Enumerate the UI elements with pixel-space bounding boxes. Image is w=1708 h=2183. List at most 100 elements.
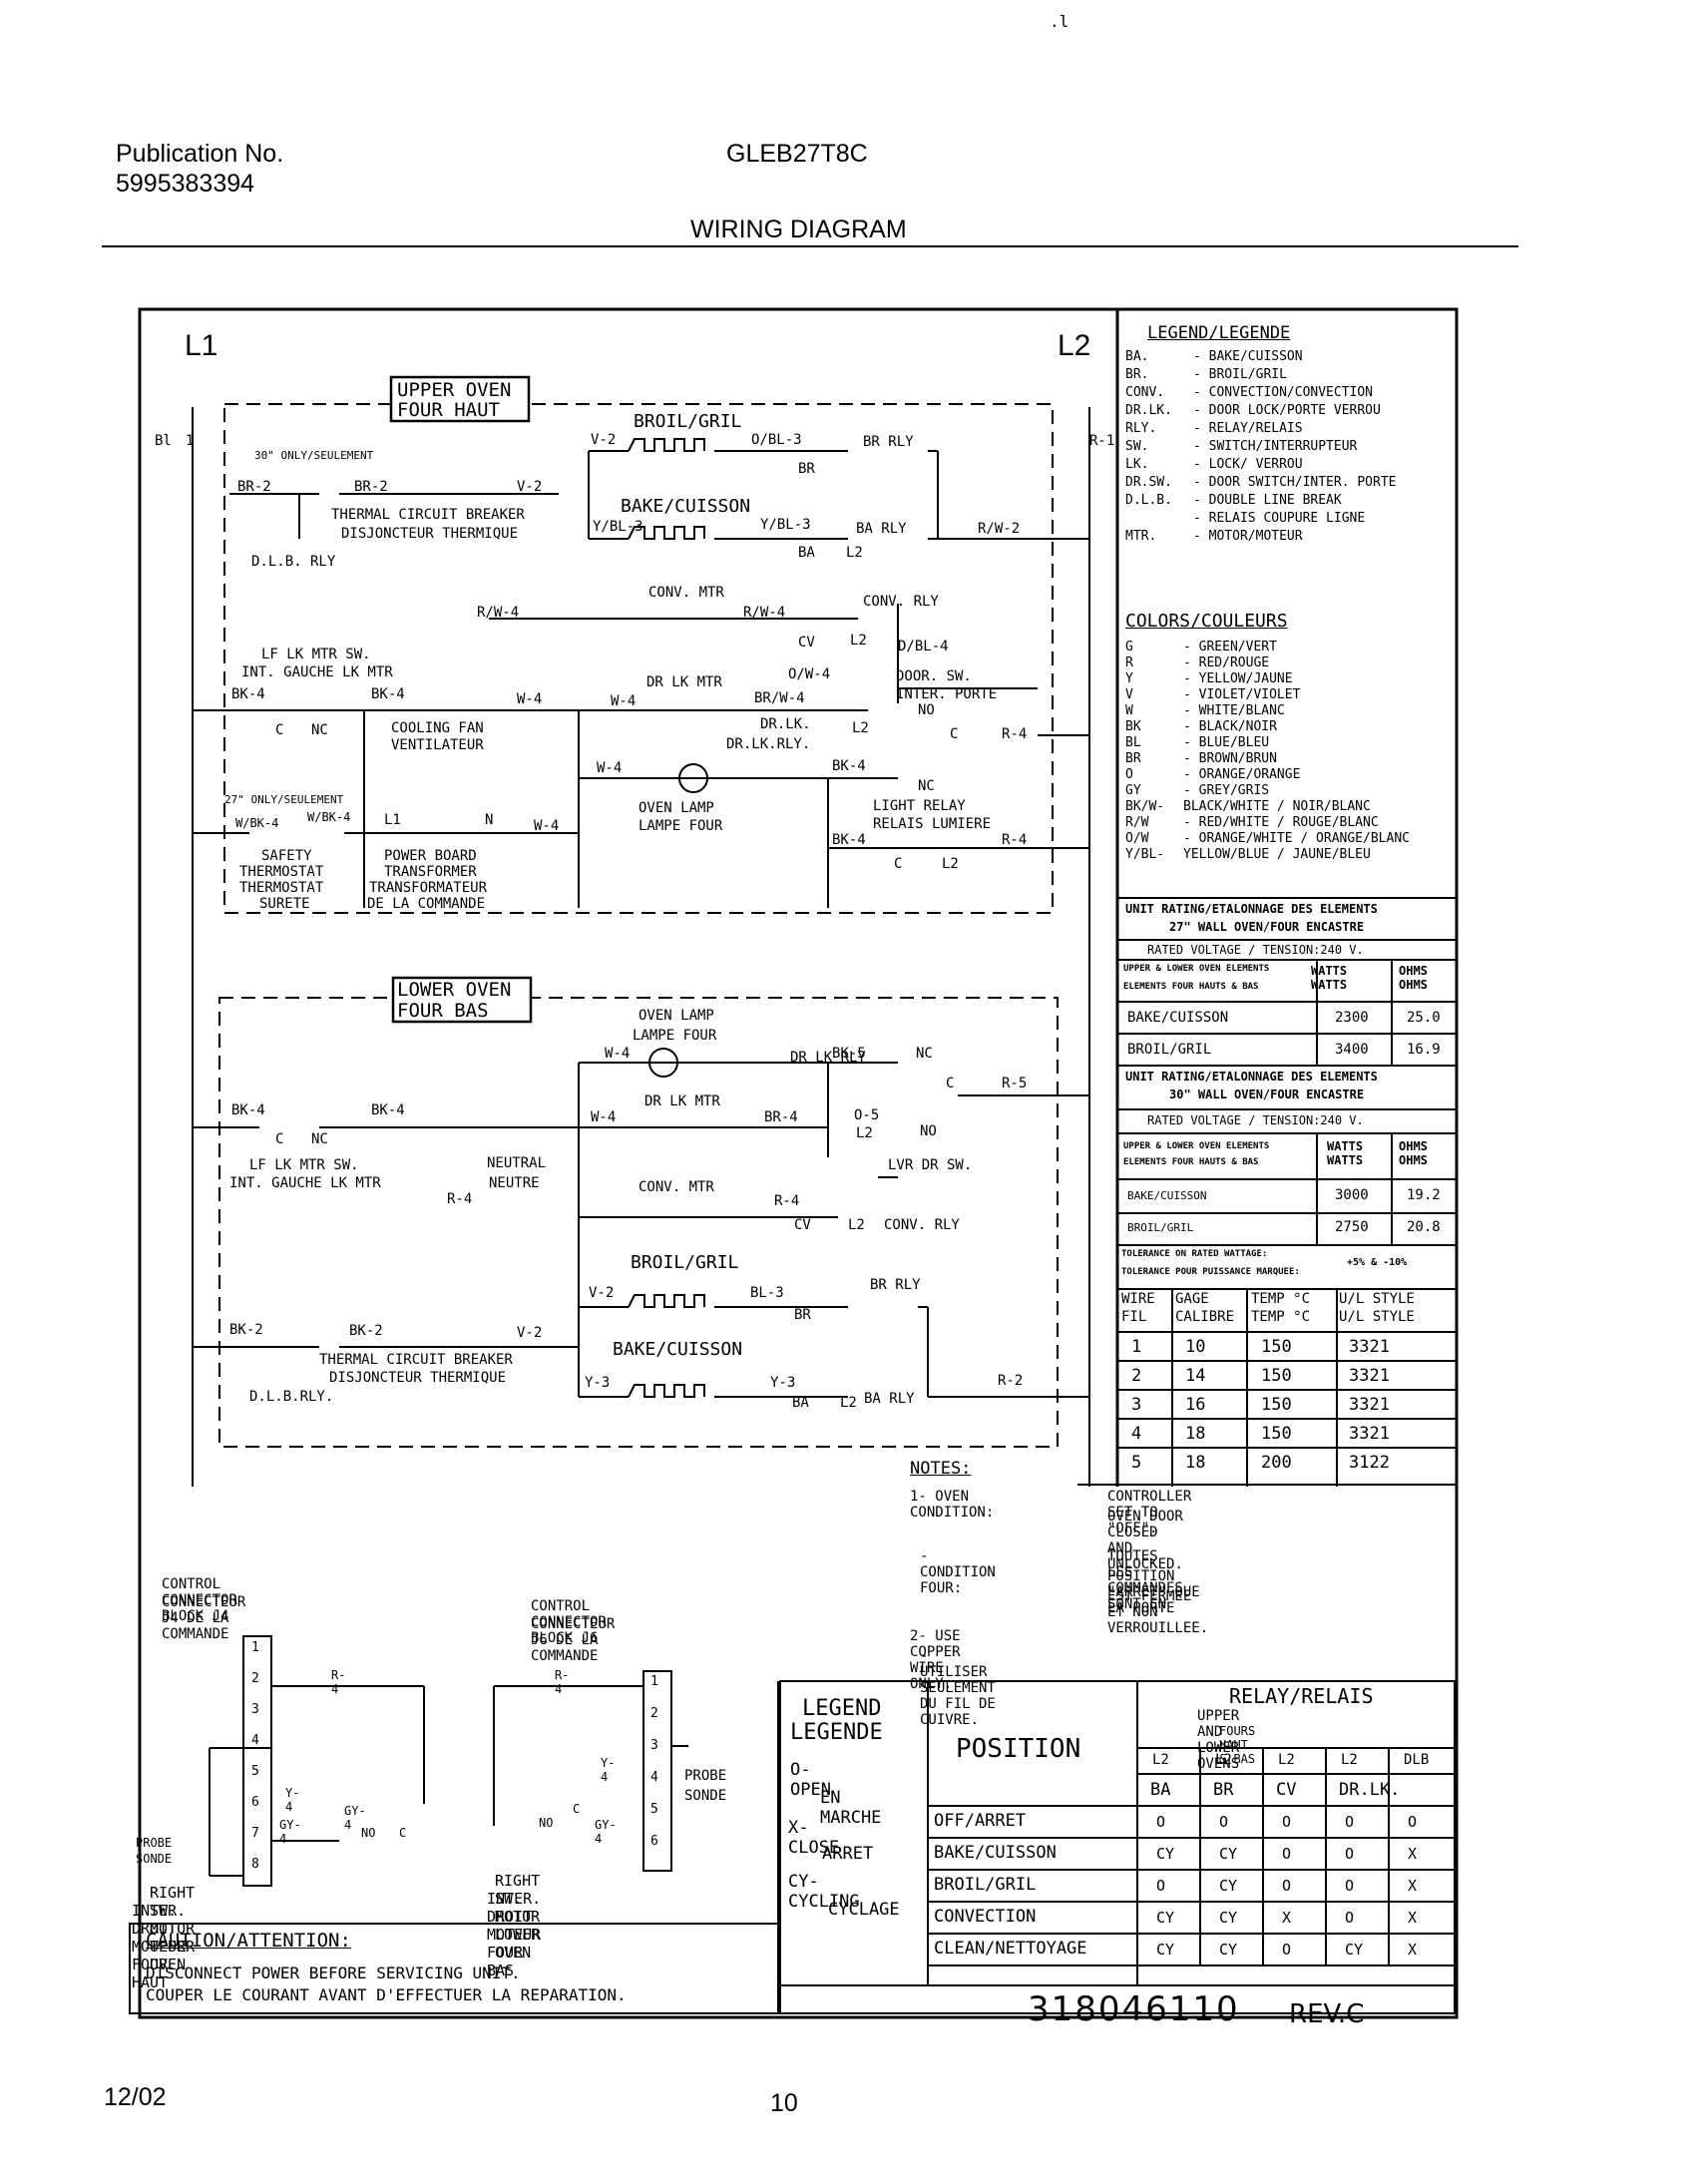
relay-position-label: CONVECTION — [934, 1907, 1037, 1927]
relay-cell: O — [1345, 1909, 1355, 1927]
abbrev-value: - DOUBLE LINE BREAK — [1193, 493, 1342, 508]
abbrev-key: CONV. — [1125, 385, 1165, 400]
wire-label: C — [950, 726, 959, 742]
j4-probe: PROBE — [136, 1836, 173, 1850]
wire-cell: 14 — [1185, 1366, 1206, 1386]
j4-pin: 8 — [251, 1857, 259, 1872]
relay-cell: X — [1408, 1909, 1418, 1927]
abbrev-legend-title: LEGEND/LEGENDE — [1147, 323, 1291, 343]
abbrev-row: LK.- LOCK/ VERROU — [1125, 456, 1455, 474]
tolerance-label-fr: TOLERANCE POUR PUISSANCE MARQUEE: — [1121, 1267, 1300, 1277]
wire-cell: 5 — [1131, 1453, 1142, 1473]
rating-27-h3b: OHMS — [1399, 978, 1428, 992]
wire-label: W/BK-4 — [235, 816, 279, 830]
wire-label: R-4 — [447, 1191, 473, 1207]
power-board-label: TRANSFORMATEUR — [369, 880, 488, 896]
publication-number: 5995383394 — [116, 170, 255, 198]
rating-30-title2: 30" WALL OVEN/FOUR ENCASTRE — [1169, 1088, 1365, 1101]
relay-cell: CY — [1219, 1909, 1238, 1927]
color-row: Y/BL-YELLOW/BLUE / JAUNE/BLEU — [1125, 847, 1455, 863]
conv-motor-label: CONV. MTR — [639, 1179, 714, 1195]
wire-label: L1 — [384, 812, 401, 828]
abbrev-key: RLY. — [1125, 421, 1157, 436]
relay-title: RELAY/RELAIS — [1229, 1684, 1374, 1708]
rating-30-row2-watts: 2750 — [1335, 1219, 1369, 1235]
legend-close-fr: ARRET — [822, 1844, 874, 1864]
thermal-breaker-label: THERMAL CIRCUIT BREAKER — [331, 507, 525, 523]
wire-header-cell: U/L STYLE — [1339, 1309, 1415, 1325]
abbrev-value: - DOOR LOCK/PORTE VERROU — [1193, 403, 1381, 418]
upper-only30: 30" ONLY/SEULEMENT — [254, 449, 374, 462]
wire-label: W/BK-4 — [307, 810, 351, 824]
color-row: BK/W-BLACK/WHITE / NOIR/BLANC — [1125, 799, 1455, 815]
caution-line2: COUPER LE COURANT AVANT D'EFFECTUER LA R… — [146, 1985, 627, 2004]
notes-title: NOTES: — [910, 1459, 972, 1479]
bake-relay-label: BA RLY — [864, 1391, 915, 1407]
conv-relay-label: CONV. RLY — [884, 1217, 960, 1233]
light-relay-label-fr: RELAIS LUMIERE — [873, 816, 992, 832]
abbrev-row: DR.LK.- DOOR LOCK/PORTE VERROU — [1125, 402, 1455, 420]
safety-thermostat-label: SURETE — [259, 896, 310, 912]
abbrev-row: BA.- BAKE/CUISSON — [1125, 348, 1455, 366]
caution-line1: DISCONNECT POWER BEFORE SERVICING UNIT. — [146, 1964, 521, 1982]
only27-label: 27" ONLY/SEULEMENT — [224, 793, 344, 806]
wire-label: BA — [792, 1395, 809, 1411]
legend-cycling-fr: CYCLAGE — [828, 1900, 900, 1920]
color-row: O- ORANGE/ORANGE — [1125, 767, 1455, 783]
wire-label: BR-2 — [237, 479, 271, 495]
relay-subtitle: UPPER AND LOWER OVENS — [1197, 1708, 1240, 1772]
wire-cell: 3122 — [1349, 1453, 1390, 1473]
bake-relay-label: BA RLY — [856, 521, 907, 537]
lower-oven-lamp-label-fr: LAMPE FOUR — [633, 1028, 717, 1044]
j6-title: CONTROL CONNECTOR BLOCK J6 — [531, 1598, 607, 1646]
wire-label: C — [946, 1076, 955, 1092]
relay-subtitle-fr: FOURS HAUT & BAS — [1219, 1724, 1256, 1766]
note-1d: - CONDITION FOUR: — [920, 1548, 996, 1596]
color-name: - RED/ROUGE — [1183, 655, 1270, 670]
color-code: O/W — [1125, 831, 1149, 846]
safety-thermostat-label: THERMOSTAT — [239, 880, 324, 896]
relay-cell: CY — [1219, 1845, 1238, 1863]
door-lock-label: DR.LK. — [760, 716, 811, 732]
legend-open-fr: EN MARCHE — [820, 1788, 882, 1828]
wire-label: D/BL-4 — [898, 639, 949, 655]
conv-relay-label: CONV. RLY — [863, 594, 939, 610]
wire-cell: 150 — [1261, 1366, 1292, 1386]
j4-pin: 3 — [251, 1702, 259, 1717]
relay-cell: O — [1156, 1813, 1166, 1831]
revision: REV.C — [1289, 1999, 1365, 2029]
door-switch-label: DOOR. SW. — [896, 668, 972, 684]
wire-label: Y-3 — [585, 1375, 611, 1391]
j4-wire: GY-4 — [279, 1818, 301, 1846]
rating-27-row1-ohms: 25.0 — [1407, 1010, 1441, 1026]
wire-header-cell: TEMP °C — [1251, 1291, 1311, 1307]
oven-lamp-label-fr: LAMPE FOUR — [639, 818, 723, 834]
wire-label: L2 — [856, 1125, 873, 1141]
color-name: - BROWN/BRUN — [1183, 751, 1277, 766]
wire-label: BK-4 — [832, 758, 866, 774]
relay-cell: CY — [1219, 1877, 1238, 1895]
relay-legend-title: LEGEND — [802, 1696, 882, 1721]
wire-label: BR-4 — [764, 1109, 798, 1125]
l2-label: L2 — [1058, 329, 1091, 362]
r1-label: R-1 — [1089, 433, 1115, 449]
abbrev-value: - CONVECTION/CONVECTION — [1193, 385, 1374, 400]
rating-30-h3: OHMS — [1399, 1139, 1428, 1153]
broil-label: BROIL/GRIL — [634, 411, 742, 432]
abbrev-key: LK. — [1125, 457, 1149, 472]
relay-cell: CY — [1156, 1845, 1175, 1863]
wire-label: NO — [918, 702, 935, 718]
legend-close: X- CLOSE — [788, 1818, 840, 1858]
rating-30-row2-name: BROIL/GRIL — [1127, 1221, 1194, 1234]
wire-label: R/W-2 — [978, 521, 1021, 537]
wire-label: BK-4 — [231, 1102, 265, 1118]
note-1b: CONTROLLER SET TO "OFF". — [1107, 1489, 1192, 1536]
relay-cell: O — [1408, 1813, 1418, 1831]
power-board-label: POWER BOARD — [384, 848, 477, 864]
lf-switch-label: LF LK MTR SW. — [249, 1157, 359, 1173]
relay-position-label: OFF/ARRET — [934, 1811, 1027, 1831]
wire-label: L2 — [850, 633, 867, 649]
note-1c: OVEN DOOR CLOSED AND UNLOCKED. — [1107, 1509, 1183, 1572]
color-code: BL — [1125, 735, 1141, 750]
